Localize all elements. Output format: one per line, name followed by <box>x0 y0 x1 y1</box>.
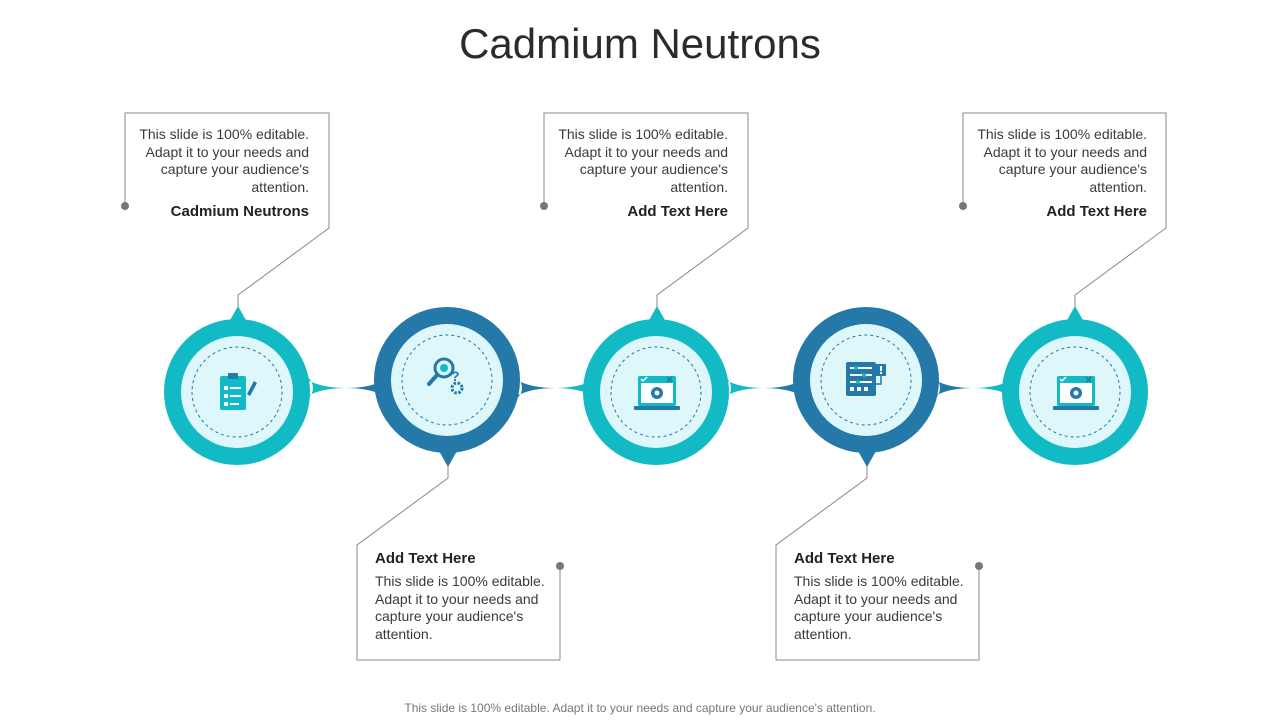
step-node-3 <box>583 306 729 465</box>
link-3-right <box>764 375 810 401</box>
link-2-left <box>509 375 555 401</box>
magnifier-gear-question-icon: ? <box>427 357 464 395</box>
laptop-settings-icon <box>634 376 680 410</box>
callout-dot-2 <box>556 562 564 570</box>
step-node-5 <box>1002 306 1148 465</box>
callout-2-text: This slide is 100% editable. Adapt it to… <box>375 573 545 642</box>
callout-line-4 <box>775 465 980 661</box>
step-node-2: ? <box>374 307 520 467</box>
callout-4-text: This slide is 100% editable. Adapt it to… <box>794 573 964 642</box>
callout-3-text: This slide is 100% editable. Adapt it to… <box>558 126 728 195</box>
laptop-settings-icon <box>1053 376 1099 410</box>
callout-5-heading: Add Text Here <box>1046 203 1147 220</box>
callout-5-text: This slide is 100% editable. Adapt it to… <box>977 126 1147 195</box>
callout-line-2 <box>356 465 561 661</box>
callout-line-3 <box>543 112 749 310</box>
callout-dot-3 <box>540 202 548 210</box>
link-4-left <box>927 375 973 401</box>
callout-dot-5 <box>959 202 967 210</box>
step-node-4 <box>793 307 939 467</box>
callout-3: This slide is 100% editable. Adapt it to… <box>528 126 728 220</box>
callout-1: This slide is 100% editable. Adapt it to… <box>109 126 309 220</box>
callout-5: This slide is 100% editable. Adapt it to… <box>947 126 1147 220</box>
callout-dot-1 <box>121 202 129 210</box>
callout-dot-4 <box>975 562 983 570</box>
callout-4-heading: Add Text Here <box>794 550 895 567</box>
link-1-left <box>300 375 346 401</box>
callout-1-heading: Cadmium Neutrons <box>170 203 309 220</box>
callout-line-1 <box>124 112 330 310</box>
control-panel-icon <box>846 362 886 396</box>
callout-2-heading: Add Text Here <box>375 550 476 567</box>
link-1-right <box>346 375 392 401</box>
step-node-1 <box>164 306 310 465</box>
callout-1-text: This slide is 100% editable. Adapt it to… <box>139 126 309 195</box>
link-3-left <box>718 375 764 401</box>
callout-line-5 <box>962 112 1167 310</box>
slide-title: Cadmium Neutrons <box>459 20 821 67</box>
clipboard-checklist-icon <box>220 373 257 410</box>
callout-4: Add Text Here This slide is 100% editabl… <box>794 550 994 643</box>
link-2-right <box>555 375 601 401</box>
link-4-right <box>973 375 1019 401</box>
svg-text:?: ? <box>451 368 460 384</box>
callout-3-heading: Add Text Here <box>627 203 728 220</box>
callout-2: Add Text Here This slide is 100% editabl… <box>375 550 575 643</box>
footer-note: This slide is 100% editable. Adapt it to… <box>404 701 876 715</box>
